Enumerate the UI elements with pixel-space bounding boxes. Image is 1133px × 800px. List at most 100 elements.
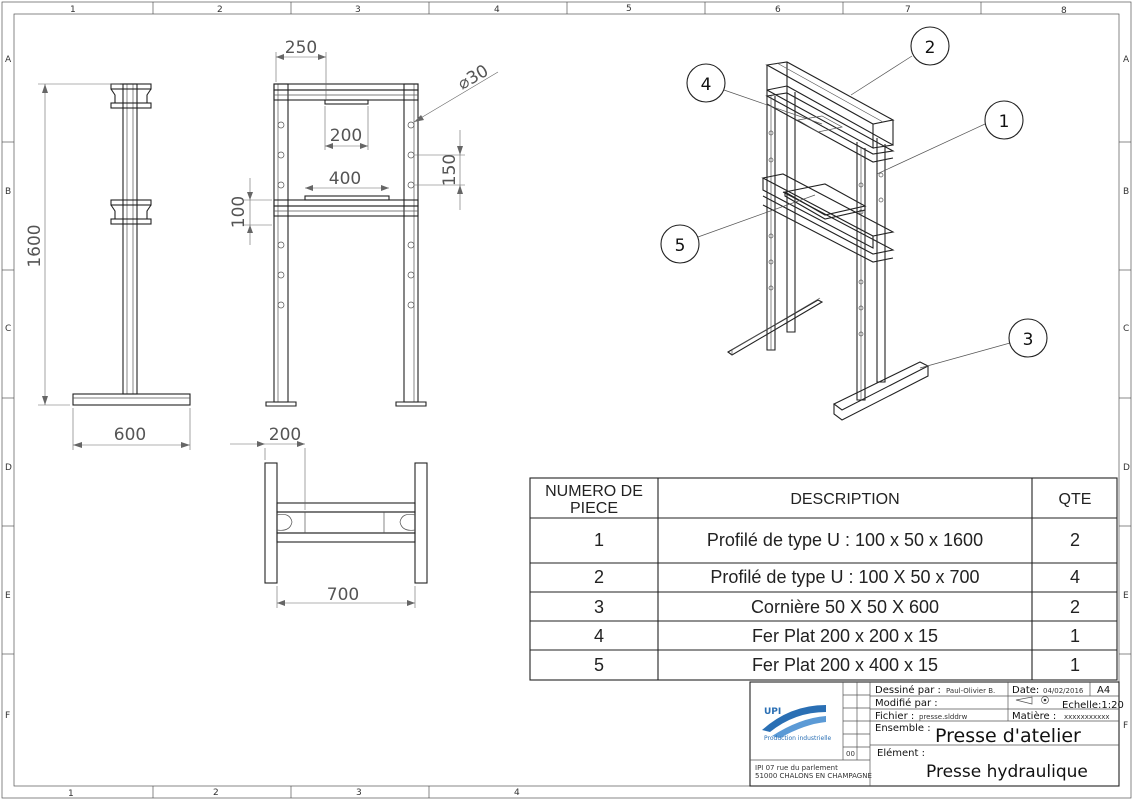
bom-row-qty: 4	[1070, 567, 1080, 587]
zone-markers-top: 1 2 3 4 5 6 7 8	[70, 2, 1067, 16]
bom-row-number: 2	[594, 567, 604, 587]
dimension-200-bottom: 200	[230, 425, 306, 510]
zone-row-label: B	[5, 187, 11, 197]
address-line-2: 51000 CHALONS EN CHAMPAGNE	[755, 772, 872, 780]
logo-text: UPI	[764, 707, 781, 717]
dimension-400: 400	[305, 169, 389, 191]
zone-row-label: A	[1123, 55, 1130, 65]
top-view	[264, 462, 428, 584]
dimension-200-top: 200	[324, 106, 369, 150]
bom-row-description: Fer Plat 200 x 400 x 15	[752, 655, 938, 675]
zone-row-label: F	[5, 711, 10, 721]
zone-markers-bottom: 1 2 3 4	[68, 786, 520, 799]
assembly-label: Ensemble :	[875, 723, 931, 734]
zone-col-label: 4	[514, 788, 520, 798]
bom-row-qty: 2	[1070, 597, 1080, 617]
zone-row-label: E	[5, 591, 11, 601]
drawing-frame	[13, 13, 1120, 787]
bom-row-number: 4	[594, 626, 604, 646]
dim-label-150: 150	[440, 154, 460, 186]
bom-row-number: 1	[594, 530, 604, 550]
address-line-1: IPI 07 rue du parlement	[755, 764, 838, 772]
zone-col-label: 4	[494, 5, 500, 15]
balloon-label: 1	[999, 112, 1010, 132]
company-logo: UPI Production industrielle	[762, 705, 832, 742]
bom-row-qty: 1	[1070, 626, 1080, 646]
scale-value: Echelle:1:20	[1062, 700, 1124, 711]
balloon-label: 2	[925, 38, 936, 58]
element-value: Presse hydraulique	[926, 762, 1088, 782]
zone-col-label: 6	[775, 5, 781, 15]
balloon-label: 3	[1023, 330, 1034, 350]
revision-index: 00	[846, 750, 855, 758]
bom-row-description: Profilé de type U : 100 x 50 x 1600	[707, 530, 983, 550]
front-view	[265, 83, 427, 407]
bom-row-description: Cornière 50 X 50 X 600	[751, 597, 939, 617]
file-value: presse.slddrw	[919, 713, 968, 721]
bom-row-qty: 2	[1070, 530, 1080, 550]
zone-col-label: 2	[217, 5, 223, 15]
bom-header-part-number-line2: PIECE	[570, 500, 618, 517]
zone-col-label: 7	[905, 5, 911, 15]
drawn-by-label: Dessiné par :	[875, 684, 941, 696]
dimension-100: 100	[229, 178, 272, 245]
modified-by-label: Modifié par :	[875, 697, 938, 709]
dim-label-250: 250	[285, 38, 317, 58]
balloon-1: 1	[876, 100, 1024, 175]
dim-label-700: 700	[327, 585, 359, 605]
zone-row-label: F	[1123, 721, 1128, 731]
isometric-view	[727, 61, 930, 421]
bom-row-description: Profilé de type U : 100 X 50 x 700	[710, 567, 979, 587]
dim-label-200-bottom: 200	[269, 425, 301, 445]
dimension-150: 150	[414, 130, 465, 210]
zone-col-label: 8	[1061, 6, 1067, 16]
bom-row-qty: 1	[1070, 655, 1080, 675]
dim-label-100: 100	[229, 196, 249, 228]
balloon-2: 2	[850, 26, 950, 96]
zone-col-label: 1	[70, 5, 76, 15]
zone-row-label: E	[1123, 591, 1129, 601]
zone-row-label: A	[5, 55, 12, 65]
dimension-600: 600	[72, 408, 191, 450]
sheet-format: A4	[1097, 685, 1110, 696]
zone-row-label: C	[5, 324, 11, 334]
assembly-value: Presse d'atelier	[935, 725, 1081, 747]
dimension-1600: 1600	[25, 83, 120, 406]
bom-row-number: 5	[594, 655, 604, 675]
dimension-700: 700	[276, 585, 416, 608]
material-label: Matière :	[1012, 710, 1056, 722]
zone-row-label: D	[1123, 463, 1130, 473]
zone-col-label: 5	[626, 4, 632, 14]
balloon-5: 5	[660, 194, 816, 264]
dim-label-1600: 1600	[25, 224, 45, 267]
zone-col-label: 3	[355, 5, 361, 15]
drawn-by-value: Paul-Olivier B.	[946, 687, 995, 695]
bom-row-description: Fer Plat 200 x 200 x 15	[752, 626, 938, 646]
zone-markers-side: A B C D E F A B C D E F	[2, 55, 1131, 731]
projection-symbol-icon	[1015, 696, 1049, 705]
balloon-4: 4	[686, 63, 823, 125]
date-value: 04/02/2016	[1043, 687, 1084, 695]
zone-row-label: D	[5, 463, 12, 473]
balloon-3: 3	[919, 318, 1048, 369]
dimension-250: 250	[275, 38, 327, 100]
zone-col-label: 1	[68, 789, 74, 799]
logo-subtext: Production industrielle	[764, 735, 832, 742]
bom-header-description: DESCRIPTION	[790, 491, 899, 508]
title-block: UPI Production industrielle Dessiné par …	[749, 681, 1124, 787]
bill-of-materials-table: NUMERO DE PIECE DESCRIPTION QTE 1 Profil…	[529, 477, 1118, 681]
file-label: Fichier :	[875, 711, 914, 722]
material-value: xxxxxxxxxxx	[1064, 713, 1110, 721]
date-label: Date:	[1012, 685, 1039, 696]
zone-col-label: 2	[213, 788, 219, 798]
dimension-phi30: ⌀30	[413, 61, 499, 123]
balloon-label: 4	[701, 75, 712, 95]
element-label: Elément :	[877, 747, 925, 759]
bom-row-number: 3	[594, 597, 604, 617]
bom-header-qty: QTE	[1059, 491, 1092, 508]
side-view	[72, 83, 191, 406]
dim-label-200-top: 200	[330, 126, 362, 146]
bom-header-part-number: NUMERO DE	[545, 483, 643, 500]
